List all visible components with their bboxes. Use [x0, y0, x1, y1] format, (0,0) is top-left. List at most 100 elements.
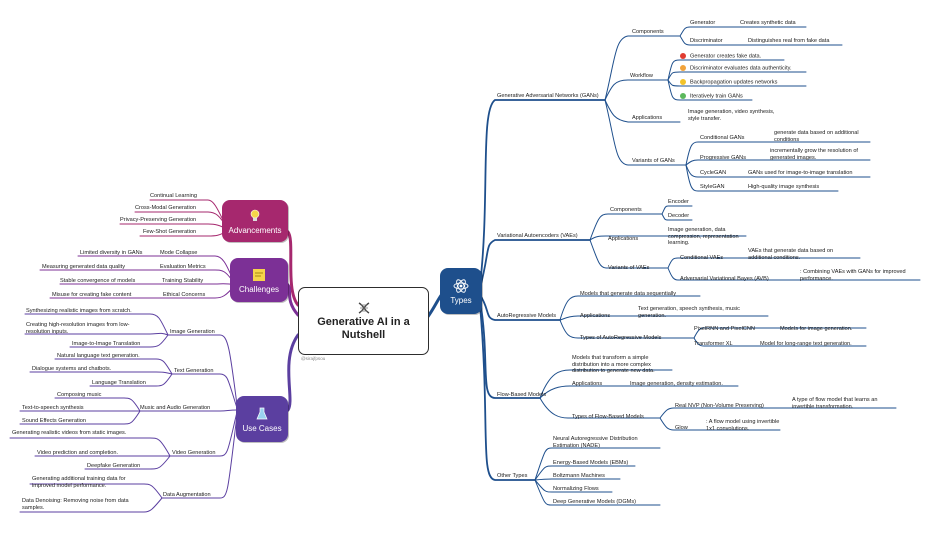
usecase-image-generation[interactable]: Image Generation	[170, 329, 215, 335]
music-item-3[interactable]: Sound Effects Generation	[22, 418, 86, 424]
flow-node[interactable]: Flow-Based Models	[497, 392, 547, 398]
flow-desc: Models that transform a simple distribut…	[572, 355, 655, 375]
usecase-data-augmentation[interactable]: Data Augmentation	[163, 492, 211, 498]
video-item-3[interactable]: Deepfake Generation	[87, 463, 141, 469]
advancements-label: Advancements	[228, 225, 282, 235]
real-nvp[interactable]: Real NVP (Non-Volume Preserving)	[675, 403, 764, 409]
gans-generator[interactable]: Generator	[690, 20, 716, 26]
other-types-node[interactable]: Other Types	[497, 473, 528, 479]
autoregressive-node[interactable]: AutoRegressive Models	[497, 313, 557, 319]
stylegan[interactable]: StyleGAN	[700, 184, 725, 190]
challenge-ethical[interactable]: Ethical Concerns	[163, 292, 206, 298]
types-hub[interactable]: Types	[440, 268, 482, 314]
other-ebms[interactable]: Energy-Based Models (EBMs)	[553, 460, 629, 466]
autoregressive-applications[interactable]: Applications	[580, 313, 611, 319]
avb-desc: : Combining VAEs with GANs for improved …	[800, 269, 906, 282]
gans-workflow[interactable]: Workflow	[630, 73, 653, 79]
image-gen-item-2[interactable]: Creating high-resolution images from low…	[26, 322, 130, 335]
text-gen-item-2[interactable]: Dialogue systems and chatbots.	[32, 366, 112, 372]
music-item-1[interactable]: Composing music	[57, 392, 102, 398]
challenge-evaluation-desc: Measuring generated data quality	[42, 264, 126, 270]
workflow-step-2[interactable]: Discriminator evaluates data authenticit…	[680, 65, 792, 72]
pixelrnn-pixelcnn[interactable]: PixelRNN and PixelCNN	[694, 326, 755, 332]
challenge-training-stability-desc: Stable convergence of models	[60, 278, 136, 284]
advancement-cross-modal[interactable]: Cross-Modal Generation	[135, 205, 196, 211]
vaes-components[interactable]: Components	[610, 207, 642, 213]
progressive-gans[interactable]: Progressive GANs	[700, 155, 747, 161]
pixelrnn-desc: Models for image generation.	[780, 326, 853, 332]
real-nvp-desc: A type of flow model that learns an inve…	[792, 397, 878, 410]
sticky-note-icon	[253, 268, 265, 281]
challenge-training-stability[interactable]: Training Stability	[162, 278, 204, 284]
advancement-few-shot[interactable]: Few-Shot Generation	[143, 229, 197, 235]
image-gen-item-1[interactable]: Synthesizing realistic images from scrat…	[26, 308, 132, 314]
challenges-hub[interactable]: Challenges	[230, 258, 288, 302]
vae-decoder[interactable]: Decoder	[668, 213, 690, 219]
conditional-gans[interactable]: Conditional GANs	[700, 135, 745, 141]
vaes-node[interactable]: Variational Autoencoders (VAEs)	[497, 233, 578, 239]
challenge-evaluation[interactable]: Evaluation Metrics	[160, 264, 206, 270]
vaes-variants[interactable]: Variants of VAEs	[608, 265, 650, 271]
autoregressive-desc: Models that generate data sequentially	[580, 291, 677, 297]
gans-generator-desc: Creates synthetic data	[740, 20, 796, 26]
advancements-hub[interactable]: Advancements	[222, 200, 288, 242]
step-3-icon	[680, 79, 686, 85]
gans-node[interactable]: Generative Adversarial Networks (GANs)	[497, 93, 599, 99]
flow-applications-desc: Image generation, density estimation.	[630, 381, 723, 387]
other-boltzmann[interactable]: Boltzmann Machines	[553, 473, 605, 479]
flow-types[interactable]: Types of Flow-Based Models	[572, 414, 644, 420]
avb[interactable]: Adversarial Variational Bayes (AVB)	[680, 276, 769, 282]
workflow-step-4[interactable]: Iteratively train GANs	[680, 93, 743, 100]
step-1-icon	[680, 53, 686, 59]
gans-discriminator-desc: Distinguishes real from fake data	[748, 38, 830, 44]
gans-discriminator[interactable]: Discriminator	[690, 38, 723, 44]
text-gen-item-3[interactable]: Language Translation	[92, 380, 146, 386]
cyclegan[interactable]: CycleGAN	[700, 170, 727, 176]
advancement-continual-learning[interactable]: Continual Learning	[150, 193, 197, 199]
challenges-label: Challenges	[238, 284, 280, 294]
gans-variants[interactable]: Variants of GANs	[632, 158, 675, 164]
gans-applications-desc: Image generation, video synthesis, style…	[688, 109, 775, 122]
conditional-vaes[interactable]: Conditional VAEs	[680, 255, 724, 261]
advancement-privacy[interactable]: Privacy-Preserving Generation	[120, 217, 197, 223]
workflow-step-1[interactable]: Generator creates fake data.	[680, 53, 761, 60]
stylegan-desc: High-quality image synthesis	[748, 184, 820, 190]
conditional-gans-desc: generate data based on additional condit…	[774, 130, 859, 143]
gans-applications[interactable]: Applications	[632, 115, 663, 121]
image-gen-item-3[interactable]: Image-to-Image Translation	[72, 341, 141, 347]
augmentation-item-1[interactable]: Generating additional training data for …	[32, 476, 126, 489]
flow-applications[interactable]: Applications	[572, 381, 603, 387]
text-gen-item-1[interactable]: Natural language text generation.	[57, 353, 140, 359]
other-nade[interactable]: Neural Autoregressive Distribution Estim…	[553, 436, 638, 449]
vaes-applications-desc: Image generation, data compression, repr…	[668, 227, 739, 247]
challenge-ethical-desc: Misuse for creating fake content	[52, 292, 132, 298]
video-item-2[interactable]: Video prediction and completion.	[37, 450, 119, 456]
vae-encoder[interactable]: Encoder	[668, 199, 689, 205]
types-label: Types	[450, 295, 472, 305]
other-dgms[interactable]: Deep Generative Models (DGMs)	[553, 499, 637, 505]
flask-icon	[256, 407, 268, 419]
cyclegan-desc: GANs used for image-to-image translation	[748, 170, 853, 176]
gans-components[interactable]: Components	[632, 29, 664, 35]
use-cases-label: Use Cases	[242, 423, 282, 433]
usecase-video-generation[interactable]: Video Generation	[172, 450, 216, 456]
workflow-step-3[interactable]: Backpropagation updates networks	[680, 79, 777, 86]
other-normalizing-flows[interactable]: Normalizing Flows	[553, 486, 599, 492]
autoregressive-applications-desc: Text generation, speech synthesis, music…	[638, 306, 740, 319]
video-item-1[interactable]: Generating realistic videos from static …	[12, 430, 127, 436]
use-cases-hub[interactable]: Use Cases	[236, 396, 288, 442]
music-item-2[interactable]: Text-to-speech synthesis	[22, 405, 84, 411]
glow-desc: : A flow model using invertible 1x1 conv…	[706, 419, 780, 432]
center-node[interactable]: Generative AI in a Nutshell	[298, 287, 429, 355]
dna-icon	[358, 302, 369, 314]
autoregressive-types[interactable]: Types of AutoRegressive Models	[580, 335, 662, 341]
challenge-mode-collapse[interactable]: Mode Collapse	[160, 250, 198, 256]
augmentation-item-2[interactable]: Data Denoising: Removing noise from data…	[22, 498, 129, 511]
glow[interactable]: Glow	[675, 425, 688, 431]
author-handle: @sirajfpsou	[301, 356, 326, 361]
vaes-applications[interactable]: Applications	[608, 236, 639, 242]
usecase-music-audio[interactable]: Music and Audio Generation	[140, 405, 211, 411]
usecase-text-generation[interactable]: Text Generation	[174, 368, 214, 374]
transformer-xl[interactable]: Transformer XL	[694, 341, 733, 347]
